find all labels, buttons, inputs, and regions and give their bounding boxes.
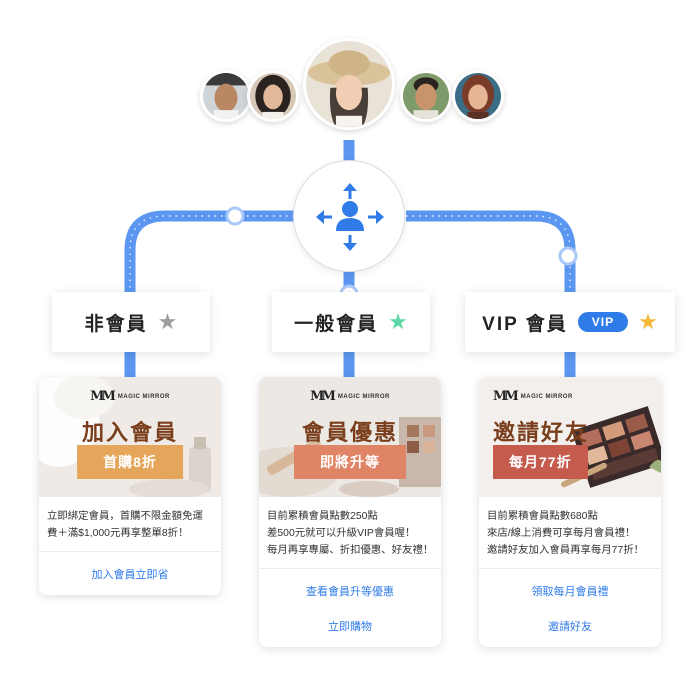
join-member-link[interactable]: 加入會員立即省	[91, 569, 169, 581]
promo-title: 邀請好友	[493, 420, 590, 445]
tier-name: 一般會員	[294, 313, 379, 335]
avatar-woman-2	[452, 70, 504, 122]
promo-description: 目前累積會員點數250點 差500元就可以升級VIP會員喔！ 每月再享專屬、折扣…	[259, 497, 441, 569]
promo-title: 會員優惠	[301, 420, 398, 445]
brand-name: MAGIC MIRROR	[117, 393, 170, 400]
shop-now-link[interactable]: 立即購物	[328, 621, 372, 633]
description-line: 差500元就可以升級VIP會員喔！	[267, 528, 416, 539]
brand-logo: MM MAGIC MIRROR	[259, 389, 441, 404]
description-line: 目前累積會員點數250點	[267, 511, 378, 522]
description-line: 目前累積會員點數680點	[487, 511, 598, 522]
promo-banner: MM MAGIC MIRROR 會員優惠 即將升等	[259, 377, 441, 497]
avatar-man-1	[200, 70, 252, 122]
promo-description: 立即綁定會員，首購不限金額免運 費＋滿$1,000元再享整單8折！	[39, 497, 221, 552]
avatar-woman-hat	[303, 38, 395, 130]
star-green-icon: ★	[388, 309, 408, 334]
promo-card-vip: MM MAGIC MIRROR 邀請好友 每月77折 目前累積會員點數680點 …	[479, 377, 661, 647]
tier-label-vip: VIP 會員 VIP ★	[465, 292, 675, 352]
brand-name: MAGIC MIRROR	[337, 393, 390, 400]
claim-monthly-gift-link[interactable]: 領取每月會員禮	[531, 586, 609, 598]
brand-mark-icon: MM	[90, 389, 116, 404]
tier-name: VIP 會員	[482, 313, 568, 335]
vip-badge: VIP	[577, 312, 629, 332]
view-upgrade-offers-link[interactable]: 查看會員升等優惠	[306, 586, 394, 598]
promo-card-non-member: MM MAGIC MIRROR 加入會員 首購8折 立即綁定會員，首購不限金額免…	[39, 377, 221, 595]
description-line: 立即綁定會員，首購不限金額免運	[47, 511, 203, 522]
avatar-man-2	[400, 70, 452, 122]
user-share-arrows-icon	[316, 183, 384, 251]
promo-title: 加入會員	[81, 420, 178, 445]
description-line: 費＋滿$1,000元再享整單8折！	[47, 528, 189, 539]
description-line: 來店/線上消費可享每月會員禮！	[487, 528, 636, 539]
invite-friends-link[interactable]: 邀請好友	[548, 621, 592, 633]
member-hub	[293, 160, 405, 272]
promo-card-member: MM MAGIC MIRROR 會員優惠 即將升等 目前累積會員點數250點 差…	[259, 377, 441, 647]
brand-name: MAGIC MIRROR	[520, 393, 573, 400]
description-line: 每月再享專屬、折扣優惠、好友禮！	[267, 545, 434, 556]
connector-left-arm	[124, 210, 294, 292]
connector-right-arm	[406, 210, 576, 292]
brand-mark-icon: MM	[493, 389, 519, 404]
tier-label-member: 一般會員 ★	[272, 292, 430, 352]
promo-banner: MM MAGIC MIRROR 邀請好友 每月77折	[479, 377, 661, 497]
star-gray-icon: ★	[157, 309, 178, 334]
tier-name: 非會員	[84, 313, 148, 335]
avatar-woman-1	[247, 70, 299, 122]
promo-tag: 首購8折	[77, 445, 183, 479]
promo-description: 目前累積會員點數680點 來店/線上消費可享每月會員禮！ 邀請好友加入會員再享每…	[479, 497, 661, 569]
brand-logo: MM MAGIC MIRROR	[479, 389, 661, 404]
brand-logo: MM MAGIC MIRROR	[39, 389, 221, 404]
promo-tag: 即將升等	[294, 445, 406, 479]
description-line: 邀請好友加入會員再享每月77折！	[487, 545, 645, 556]
promo-banner: MM MAGIC MIRROR 加入會員 首購8折	[39, 377, 221, 497]
tier-label-non-member: 非會員 ★	[52, 292, 210, 352]
brand-mark-icon: MM	[310, 389, 336, 404]
star-gold-icon: ★	[638, 309, 658, 334]
promo-tag: 每月77折	[493, 445, 588, 479]
